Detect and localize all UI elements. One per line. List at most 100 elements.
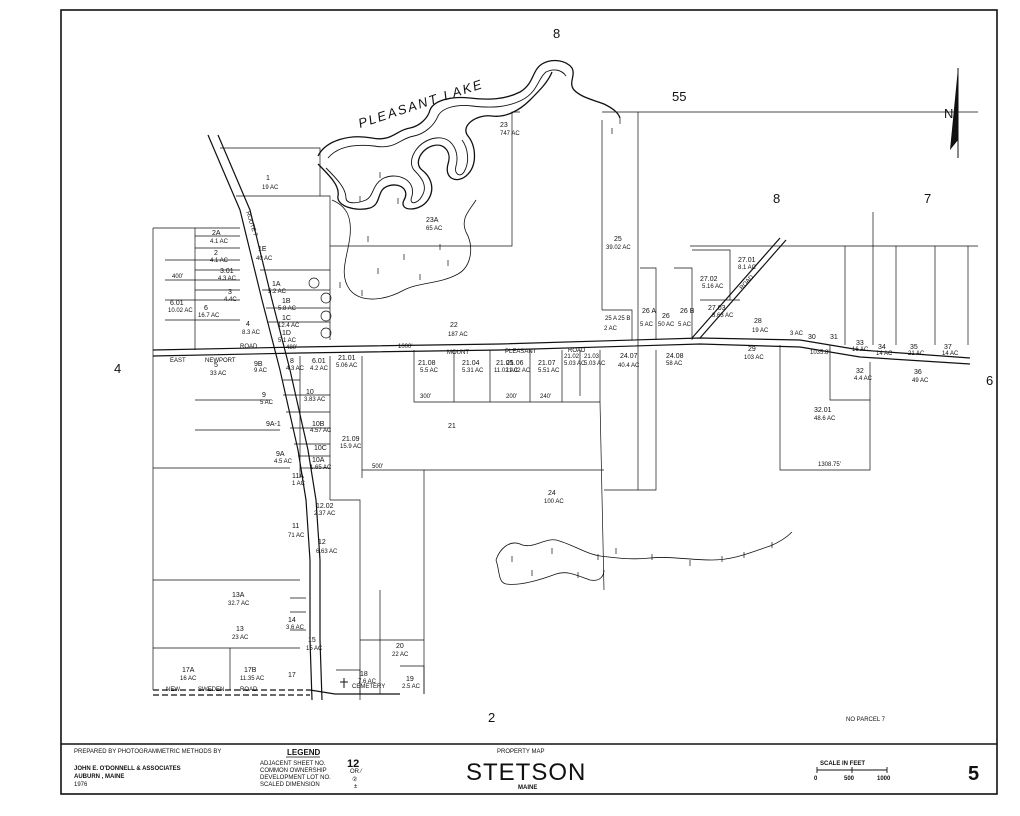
svg-text:11.02 AC: 11.02 AC [494,368,519,374]
tree-symbols [339,118,773,578]
parcel-1D: 1D5.1 AC [278,330,297,344]
map-year: 1976 [74,782,88,788]
svg-text:33: 33 [856,340,864,347]
svg-text:14 AC: 14 AC [942,351,959,357]
svg-text:11A: 11A [292,473,304,480]
svg-text:300': 300' [420,394,431,400]
svg-text:5 AC: 5 AC [640,322,654,328]
north-arrow: N [944,68,959,158]
svg-text:4.1 AC: 4.1 AC [210,239,229,245]
svg-text:9: 9 [262,392,266,399]
parcel-5: 533 AC [210,362,227,377]
svg-text:23 AC: 23 AC [232,635,249,641]
parcel-1B: 1B5.8 AC [278,298,297,312]
svg-text:20: 20 [396,643,404,650]
svg-text:12.02: 12.02 [316,503,334,510]
svg-text:25: 25 [614,236,622,243]
svg-text:1 AC: 1 AC [292,481,306,487]
svg-text:11.02 AC: 11.02 AC [506,368,531,374]
svg-text:19: 19 [406,676,414,683]
svg-text:18: 18 [360,671,368,678]
svg-text:26 B: 26 B [680,308,695,315]
svg-text:26: 26 [662,313,670,320]
svg-text:3.6 AC: 3.6 AC [286,625,305,631]
svg-text:21.07: 21.07 [538,360,556,367]
road-newport-road: ROAD [240,344,258,350]
svg-text:1: 1 [266,175,270,182]
svg-text:21.01: 21.01 [338,355,356,362]
svg-text:400': 400' [172,274,183,280]
road-sweden-road: ROAD [240,687,258,693]
svg-text:16 AC: 16 AC [180,676,197,682]
parcel-18: 187.6 AC [358,671,377,685]
parcel-21-04: 21.045.31 AC [462,360,484,374]
svg-text:9A: 9A [276,451,285,458]
parcel-21: 21 [448,423,456,430]
parcel-8: 84.3 AC [286,358,305,372]
svg-text:14: 14 [288,617,296,624]
parcel-21-03: 21.035.03 AC [584,354,606,367]
svg-text:6.63 AC: 6.63 AC [316,549,338,555]
svg-text:2.5 AC: 2.5 AC [402,684,421,690]
svg-text:6: 6 [204,305,208,312]
adjacent-sheet-top-right: 55 [672,89,686,104]
parcel-lines [152,111,978,700]
adjacent-sheet-left: 4 [114,361,121,376]
parcel-6: 616.7 AC [198,305,220,319]
svg-text:5.2 AC: 5.2 AC [268,289,287,295]
parcel-21-07: 21.075.51 AC [538,360,560,374]
road-east: EAST [170,358,186,364]
svg-text:32: 32 [856,368,864,375]
svg-text:10B: 10B [312,421,325,428]
parcel-27-01: 27.018.1 AC [738,257,757,271]
legend-symbol-1: 12 [347,758,359,770]
svg-text:22 AC: 22 AC [392,652,409,658]
svg-text:8: 8 [290,358,294,365]
scale-tick-1000: 1000 [877,776,891,782]
svg-text:31: 31 [830,334,838,341]
svg-text:21.03: 21.03 [584,354,600,360]
svg-text:21.09: 21.09 [342,436,360,443]
parcel-12-02: 12.022.37 AC [314,503,336,517]
svg-text:200': 200' [506,394,517,400]
adjacent-sheet-right-a: 8 [773,191,780,206]
svg-text:21.05: 21.05 [496,360,514,367]
sheet-number: 5 [968,763,979,785]
svg-text:32.01: 32.01 [814,407,832,414]
svg-text:71 AC: 71 AC [288,533,305,539]
prepared-by: PREPARED BY PHOTOGRAMMETRIC METHODS BY [74,749,221,755]
svg-text:3: 3 [228,289,232,296]
svg-text:10: 10 [306,389,314,396]
parcel-2: 24.1 AC [210,250,229,264]
road-sweden: SWEDEN [198,687,224,693]
svg-text:15 AC: 15 AC [306,646,323,652]
legend-item-4: SCALED DIMENSION [260,782,320,788]
parcel-25B: 25 B [618,316,630,322]
parcel-1A: 1A5.2 AC [268,281,287,295]
legend-symbol-4: ± [354,784,358,790]
svg-text:17: 17 [288,672,296,679]
svg-text:8.1 AC: 8.1 AC [738,265,757,271]
svg-text:187 AC: 187 AC [448,332,468,338]
svg-text:1C: 1C [282,315,291,322]
svg-text:29: 29 [748,346,756,353]
lake-shoreline [317,59,621,210]
svg-text:103 AC: 103 AC [744,355,764,361]
svg-text:25 A: 25 A [605,316,617,322]
parcel-21-08: 21.085.5 AC [418,360,439,374]
